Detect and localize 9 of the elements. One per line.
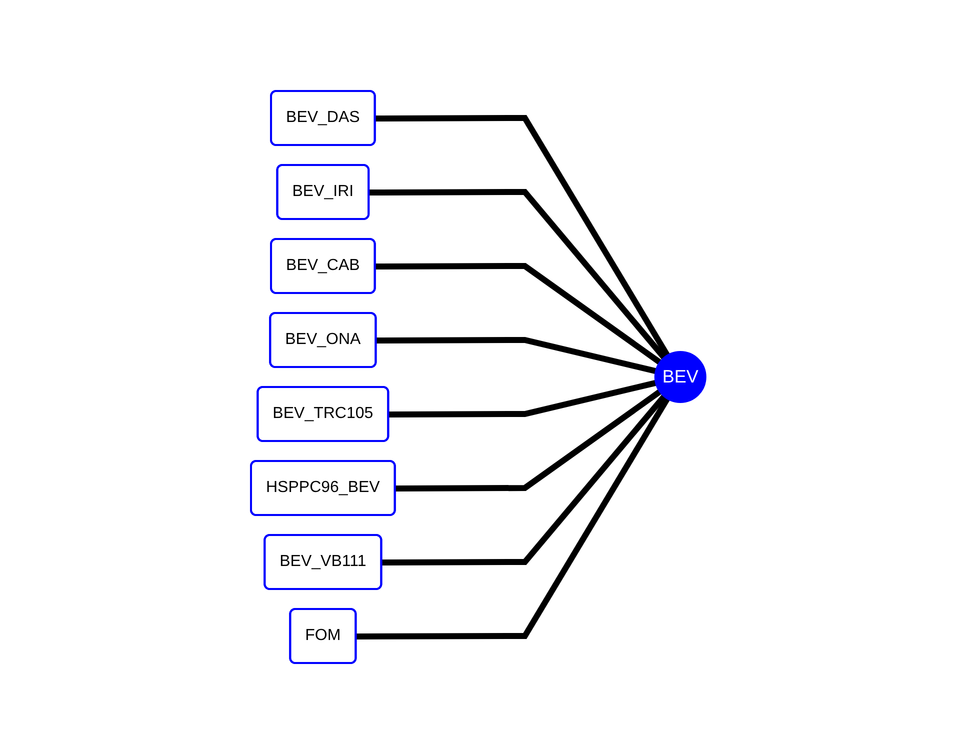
connector bbox=[368, 189, 666, 360]
connector bbox=[356, 397, 670, 640]
node-circle: BEV bbox=[654, 350, 706, 404]
connector bbox=[376, 337, 656, 374]
connector bbox=[381, 394, 666, 566]
connector bbox=[388, 380, 656, 418]
connector bbox=[394, 389, 661, 492]
connector bbox=[374, 115, 670, 357]
connector bbox=[374, 263, 661, 365]
